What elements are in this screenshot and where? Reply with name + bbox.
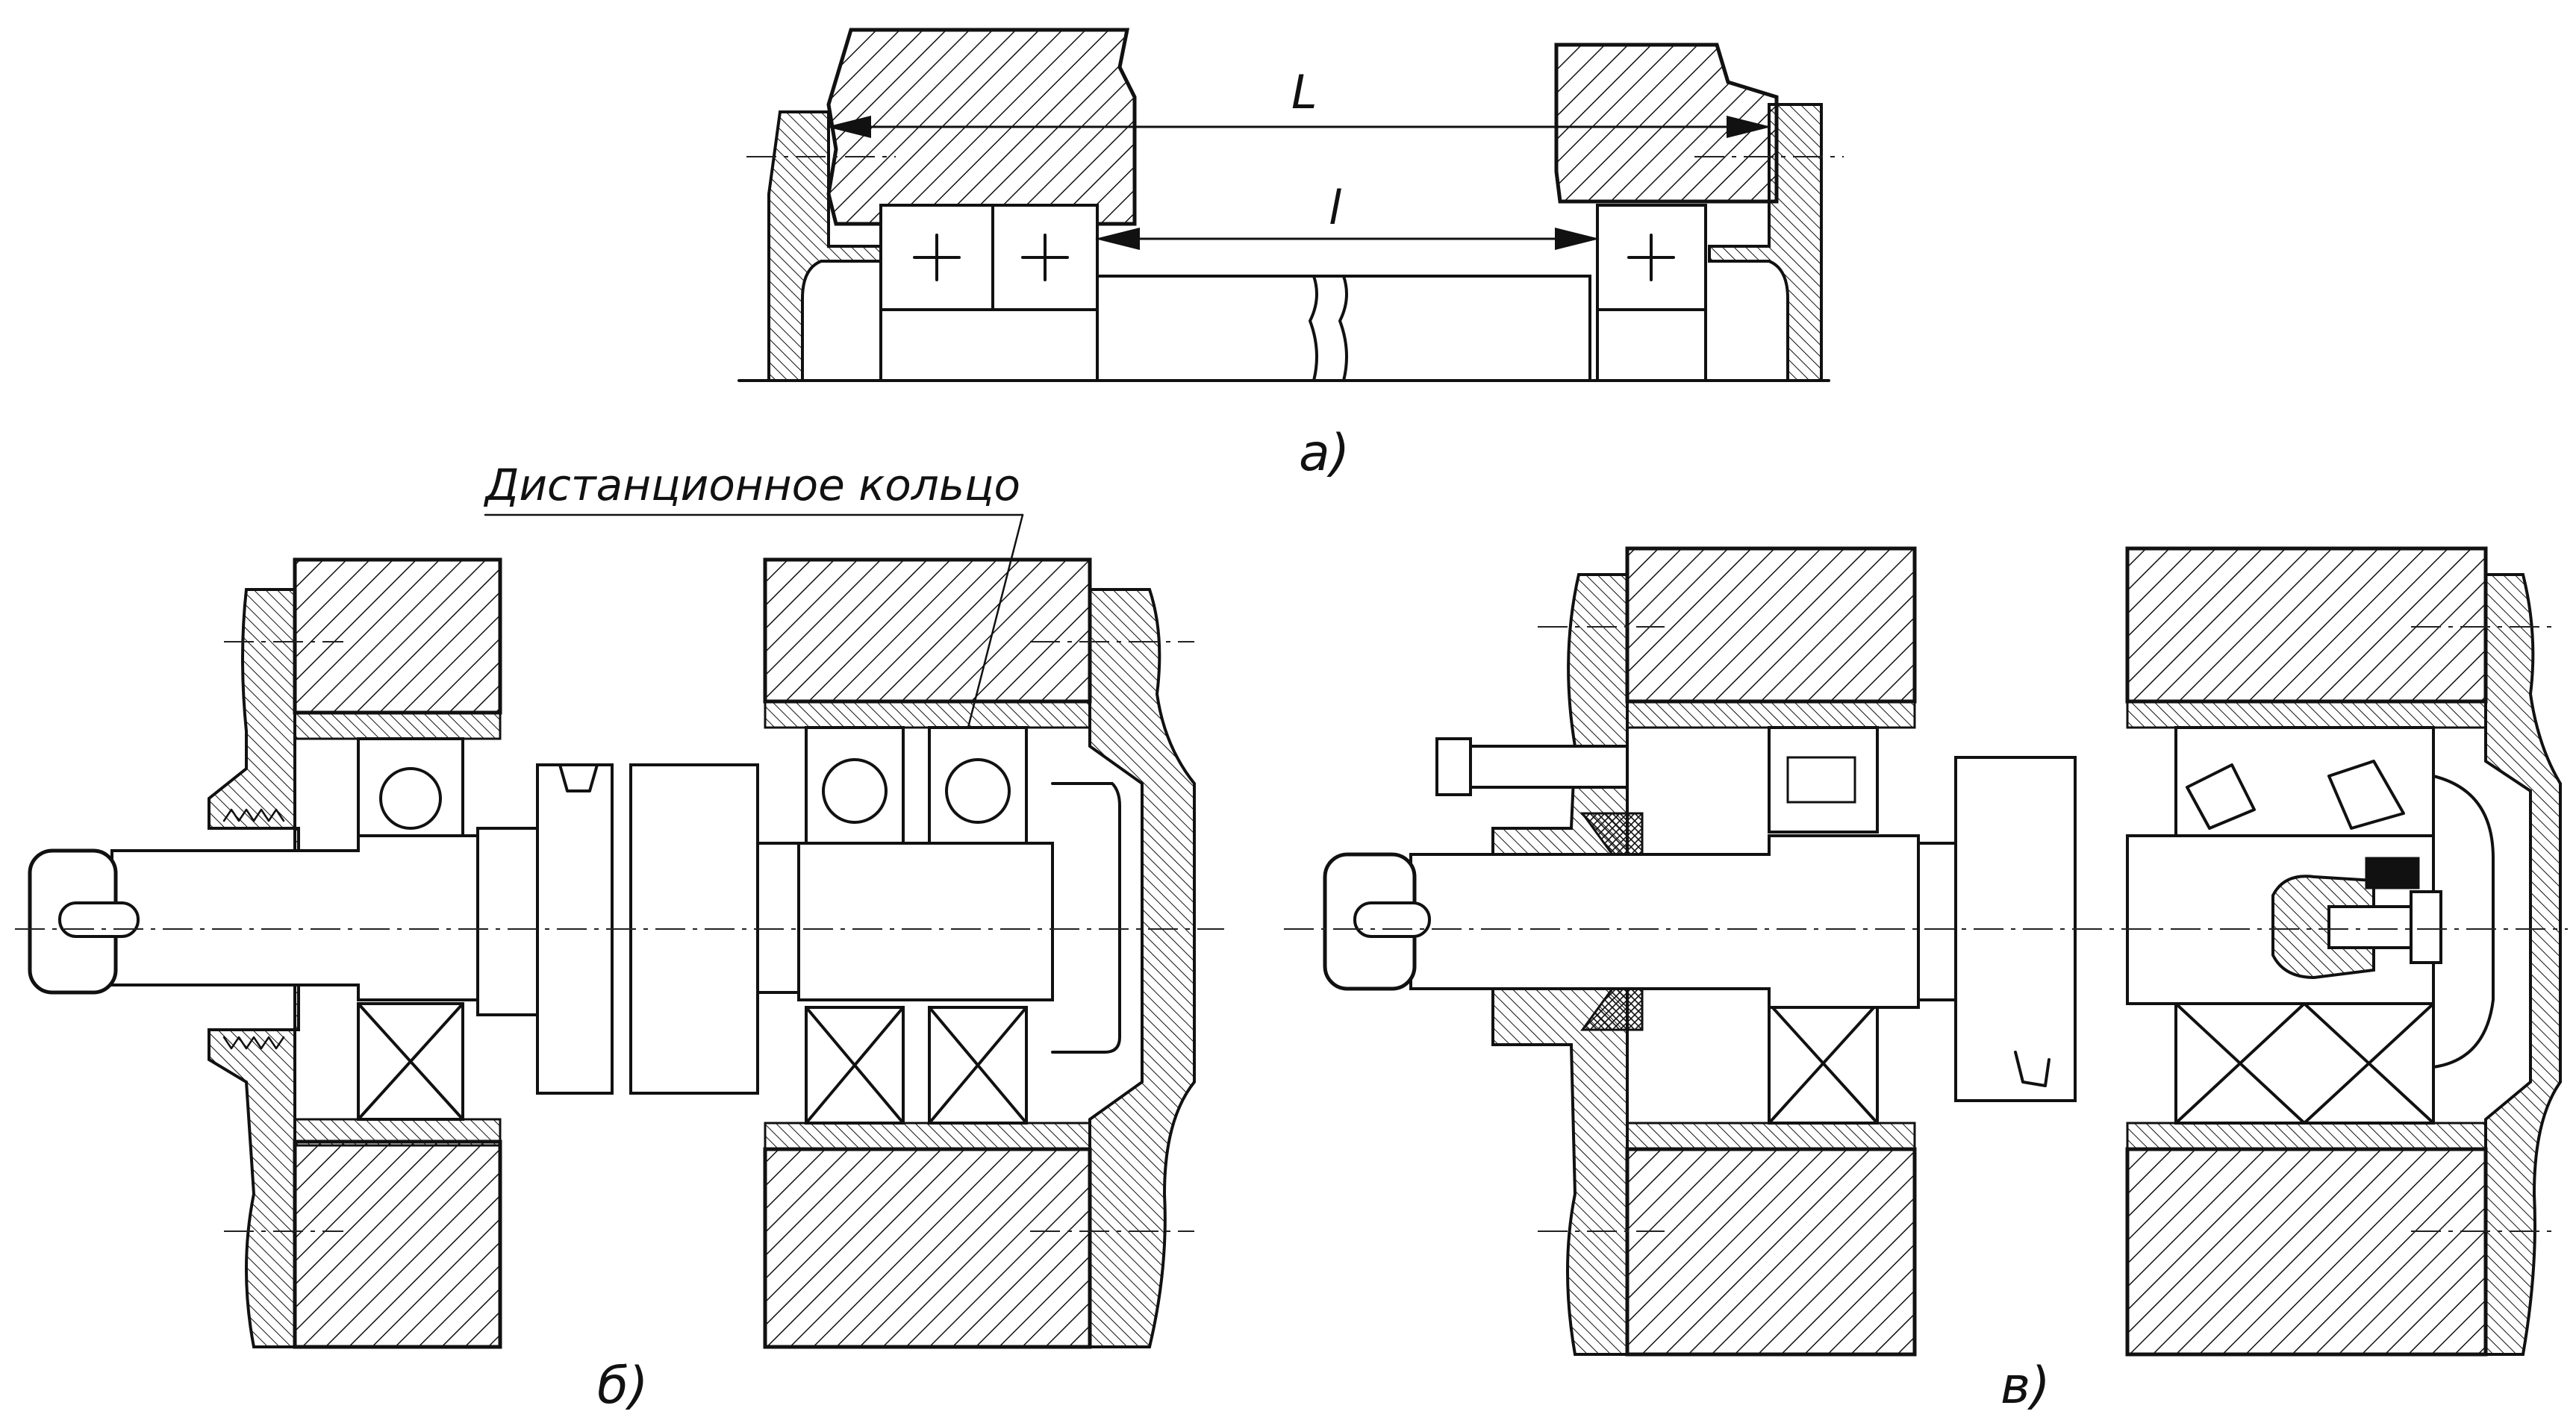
end-screw-c [2271, 875, 2375, 980]
callout-text: Дистанционное кольцо [483, 460, 1020, 510]
caption-b: б) [597, 1357, 648, 1416]
caption-a: a) [1299, 424, 1350, 483]
left-housing-b-top [293, 557, 502, 715]
right-cap-c [2484, 573, 2562, 1356]
right-bearing-c-top [2174, 726, 2435, 837]
right-cover-a [1708, 103, 1823, 382]
left-housing-b-bottom [293, 1139, 502, 1349]
right-housing-c-top [2125, 546, 2488, 704]
view-a: L l a) [737, 28, 1844, 483]
shaft-c [1409, 834, 1920, 1009]
view-c: в) [1284, 546, 2568, 1416]
label-L: L [1291, 65, 1317, 119]
right-bearing-c-bottom [2174, 1002, 2435, 1125]
left-housing-c-top [1625, 546, 1917, 704]
right-cap-b [1088, 588, 1196, 1348]
view-b: Дистанционное кольцо [15, 460, 1224, 1416]
bolt-c [1454, 745, 1629, 789]
right-housing-b-bottom [763, 1147, 1092, 1349]
caption-c: в) [2000, 1357, 2050, 1416]
right-housing-a [1554, 43, 1779, 204]
left-cap-b [208, 588, 300, 1348]
shaft-b [110, 834, 479, 1001]
left-housing-c-bottom [1625, 1147, 1917, 1357]
right-housing-b-top [763, 557, 1092, 704]
right-housing-c-bottom [2125, 1147, 2488, 1357]
label-l: l [1329, 181, 1341, 235]
